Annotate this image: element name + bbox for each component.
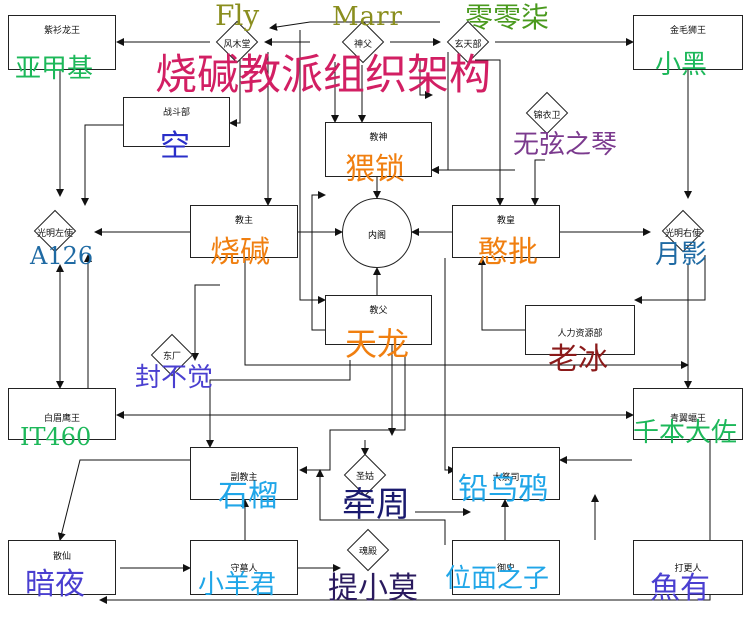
node-label: 副教主: [230, 473, 258, 483]
node-label: 散仙: [52, 552, 71, 562]
name-baimeiyingwang: IT460: [20, 423, 92, 451]
node-jiaozhu: 教主: [190, 205, 298, 258]
name-jinmaoshiwang: 小黑: [655, 50, 708, 80]
node-qingyifuwang: 青翼蝠王: [633, 388, 743, 440]
name-sanxian: 暗夜: [25, 567, 85, 602]
name-zhandoubu: 空: [160, 129, 190, 164]
name-qingyifuwang: 千本大佐: [633, 418, 738, 448]
node-hundian: 魂殿: [358, 547, 377, 557]
name-jiaozhu: 烧碱: [210, 235, 270, 270]
name-guangmingzuoshi: A126: [30, 242, 94, 270]
node-jiaoshen: 教神: [325, 122, 432, 177]
node-shoumuren: 守墓人: [190, 540, 298, 595]
node-label: 教皇: [496, 216, 515, 226]
node-jiaohuang: 教皇: [452, 205, 560, 258]
node-baimeiyingwang: 白眉鹰王: [8, 388, 116, 440]
node-shenggu: 圣姑: [355, 472, 374, 482]
node-jiaofu: 教父: [325, 295, 432, 345]
name-fujiaozhu: 石榴: [218, 479, 278, 514]
node-label: 内阁: [367, 231, 386, 241]
node-sanxian: 散仙: [8, 540, 116, 595]
node-yushi: 御史: [452, 540, 560, 595]
node-label: 紫衫龙王: [43, 26, 80, 36]
node-fengmutang: 风木堂: [223, 40, 251, 50]
name-dajisi: 铅乌鸦: [458, 472, 548, 507]
node-renliziyuanbu: 人力资源部: [525, 305, 635, 355]
name-zishanlongwang: 亚甲基: [15, 54, 94, 84]
node-guangmingyoushi: 光明右使: [664, 229, 701, 239]
name-dagengren: 魚有: [650, 571, 710, 606]
node-xuantianbu: 玄天部: [454, 40, 482, 50]
name-renliziyuanbu: 老冰: [548, 342, 608, 377]
node-label: 守墓人: [230, 564, 258, 574]
name-jiaohuang: 憨批: [478, 235, 538, 270]
node-dagengren: 打更人: [633, 540, 743, 595]
node-shenfu: 神父: [353, 40, 372, 50]
name-dongchang: 封不觉: [135, 363, 214, 393]
name-yushi: 位面之子: [445, 564, 550, 594]
node-label: 人力资源部: [557, 329, 603, 339]
node-label: 青翼蝠王: [669, 414, 706, 424]
node-dongchang: 东厂: [162, 352, 181, 362]
node-jinyiwei: 锦衣卫: [533, 111, 561, 121]
node-label: 白眉鹰王: [43, 414, 80, 424]
node-neige: 内阁: [342, 198, 412, 268]
name-shenggu: 牵周: [342, 485, 410, 525]
node-zhandoubu: 战斗部: [123, 97, 230, 147]
node-zishanlongwang: 紫衫龙王: [8, 15, 116, 70]
node-guangmingzuoshi: 光明左使: [36, 229, 73, 239]
name-hundian: 提小莫: [328, 571, 418, 606]
node-label: 金毛狮王: [669, 26, 706, 36]
name-jiaofu: 天龙: [345, 325, 410, 363]
node-label: 教父: [369, 306, 388, 316]
header-name-marr: Marr: [332, 2, 403, 32]
header-name-fly: Fly: [215, 0, 260, 32]
name-jinyiwei: 无弦之琴: [513, 130, 618, 160]
node-label: 御史: [496, 564, 515, 574]
node-label: 打更人: [674, 564, 702, 574]
name-jiaoshen: 猥锁: [345, 152, 405, 187]
node-label: 教神: [369, 133, 388, 143]
node-fujiaozhu: 副教主: [190, 447, 298, 500]
header-name-007: 零零柒: [465, 1, 550, 34]
node-label: 战斗部: [162, 108, 190, 118]
name-shoumuren: 小羊君: [198, 570, 277, 600]
node-label: 大祭司: [492, 473, 520, 483]
node-label: 教主: [234, 216, 253, 226]
node-dajisi: 大祭司: [452, 447, 560, 500]
node-jinmaoshiwang: 金毛狮王: [633, 15, 743, 70]
name-guangmingyoushi: 月影: [655, 240, 708, 270]
diagram-title: 烧碱教派组织架构: [155, 50, 492, 99]
